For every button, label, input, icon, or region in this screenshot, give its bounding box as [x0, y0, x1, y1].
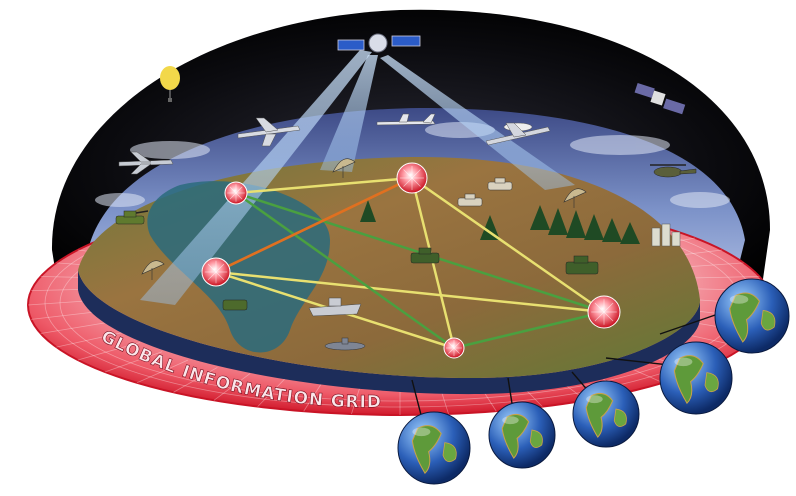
aircraft-icon [237, 117, 301, 147]
radar-dish-icon [332, 158, 356, 178]
tank-icon [457, 193, 483, 207]
tank-icon [410, 247, 440, 264]
clouds [95, 122, 730, 208]
ship-icon [308, 297, 362, 317]
globe-icon [659, 341, 733, 415]
network-link [235, 176, 413, 195]
tank-icon [115, 210, 149, 225]
drone-icon [376, 113, 436, 126]
globe-icon [397, 411, 471, 485]
balloon-icon [160, 66, 180, 102]
network-link [411, 176, 605, 314]
awacs-icon [485, 122, 551, 146]
tank-icon [222, 299, 248, 311]
globe-icon [572, 380, 640, 448]
globe-icon [488, 401, 556, 469]
globes [397, 278, 790, 485]
radar-dish-icon [141, 260, 165, 280]
radar-dish-icon [563, 188, 587, 208]
network-node [443, 337, 465, 359]
jet-icon [118, 151, 174, 175]
forest [360, 200, 640, 244]
helicopter-icon [650, 164, 697, 178]
network-link [453, 310, 605, 350]
tank-icon [487, 177, 513, 191]
building-icon [651, 223, 681, 247]
globe-icon [714, 278, 790, 354]
network-node [201, 257, 231, 287]
tank-icon [565, 255, 599, 275]
satellite-beams [140, 50, 575, 305]
network-links [215, 176, 605, 350]
satellite-icon [634, 82, 686, 115]
network-link [215, 176, 413, 274]
satellite-icon [337, 33, 421, 53]
network-link [215, 270, 605, 314]
water-body [147, 181, 330, 353]
network-nodes [201, 162, 621, 359]
disk-edge [78, 270, 700, 395]
network-link [235, 191, 455, 350]
network-node [396, 162, 428, 194]
network-node [224, 181, 248, 205]
submarine-icon [324, 337, 366, 351]
network-node [587, 295, 621, 329]
